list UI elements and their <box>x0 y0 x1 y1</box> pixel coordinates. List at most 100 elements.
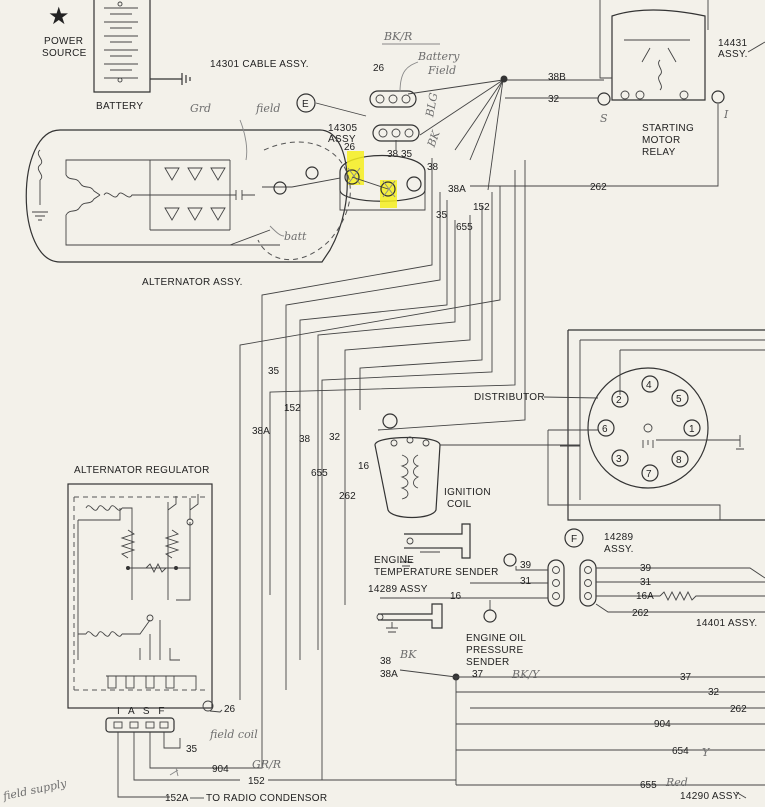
bottom-harness: 38 38A 37 37 32 262 904 654 655 14290 AS… <box>380 656 765 802</box>
f-marker <box>564 528 584 548</box>
hand-field-supply: field supply <box>1 777 68 803</box>
wire-38a-bot: 38A <box>380 669 398 680</box>
distributor-num-3: 3 <box>616 454 622 465</box>
wire-152-reg: 152 <box>248 776 265 787</box>
wire-654-right: 654 <box>672 746 689 757</box>
wire-37-right: 37 <box>680 672 692 683</box>
connector-battery-field: 26 <box>369 63 417 108</box>
assy-14289-left-label: 14289 ASSY <box>368 584 428 595</box>
battery: BATTERY <box>93 0 151 112</box>
hand-red: Red <box>665 776 688 789</box>
hand-y: Y <box>702 746 711 759</box>
power-source-label-1: POWER <box>44 36 83 47</box>
cable-assy-label: 14301 CABLE ASSY. <box>210 59 309 70</box>
distributor-num-1: 1 <box>689 424 695 435</box>
wire-32-top: 32 <box>548 94 560 105</box>
regulator-label: ALTERNATOR REGULATOR <box>74 465 210 476</box>
oil-pressure-sender: ENGINE OIL PRESSURE SENDER <box>376 600 526 668</box>
wire-38a-left: 38A <box>252 426 270 437</box>
handwritten-annotations: BK/R Battery Field BLG BK Grd field batt… <box>1 30 711 803</box>
f-marker-label: F <box>571 534 577 545</box>
alternator-plug <box>339 151 426 208</box>
assy-14290-label: 14290 ASSY. <box>680 791 742 802</box>
highlight-left <box>347 151 364 185</box>
wire-655-right: 655 <box>640 780 657 791</box>
oil-sender-label-1: ENGINE OIL <box>466 633 526 644</box>
relay-terminal-s <box>597 92 611 106</box>
hand-bky: BK/Y <box>511 668 541 681</box>
radio-condensor-label: TO RADIO CONDENSOR <box>206 793 327 804</box>
wire-35-left: 35 <box>268 366 280 377</box>
alternator-regulator <box>67 483 213 709</box>
assy-14289-right-label-1: 14289 <box>604 532 633 543</box>
hand-bk-low: BK <box>399 648 417 661</box>
hand-grd: Grd <box>190 102 211 115</box>
assy-14305-label-1: 14305 <box>328 123 357 134</box>
connector-14289-right: F 14289 ASSY. 39 31 16A 262 14401 ASSY. <box>564 528 765 629</box>
alternator: ALTERNATOR ASSY. <box>25 129 426 288</box>
wire-35-mid: 35 <box>401 149 413 160</box>
hand-bk: BK <box>425 128 443 149</box>
wire-152-left: 152 <box>284 403 301 414</box>
wire-35-reg: 35 <box>186 744 198 755</box>
relay-label-1: STARTING <box>642 123 694 134</box>
wire-38-vert: 38 <box>427 162 439 173</box>
battery-cable: 14301 CABLE ASSY. <box>150 59 309 85</box>
power-source-icon: ★ <box>48 3 70 30</box>
distributor-num-7: 7 <box>646 469 652 480</box>
wire-38-left: 38 <box>299 434 311 445</box>
wire-37-bot: 37 <box>472 669 484 680</box>
wire-152a-reg: 152A <box>165 793 189 804</box>
relay-label-3: RELAY <box>642 147 676 158</box>
assy-14401-label: 14401 ASSY. <box>696 618 758 629</box>
wire-904-right: 904 <box>654 719 671 730</box>
wire-39-b: 39 <box>640 563 652 574</box>
temperature-sender: ENGINE TEMPERATURE SENDER 14289 ASSY <box>368 523 499 595</box>
relay-s-label: S <box>600 112 608 125</box>
wire-26-top: 26 <box>373 63 385 74</box>
wire-904-reg: 904 <box>212 764 229 775</box>
hand-bkr: BK/R <box>383 30 412 43</box>
hand-field: Field <box>427 64 456 77</box>
starter-assy-label-2: ASSY. <box>718 49 748 60</box>
wire-262-b: 262 <box>632 608 649 619</box>
starter-assy-label-1: 14431 <box>718 38 747 49</box>
hand-field-coil: field coil <box>209 728 258 741</box>
hand-battery: Battery <box>417 50 460 63</box>
hand-blg: BLG <box>423 92 440 119</box>
wire-16-left: 16 <box>358 461 370 472</box>
wire-38-mid: 38 <box>387 149 399 160</box>
regulator-terminals-label: I A S F <box>117 706 167 717</box>
distributor <box>547 329 765 521</box>
wire-26-mid: 26 <box>344 142 356 153</box>
wire-262-left: 262 <box>339 491 356 502</box>
ignition-coil: IGNITION COIL <box>374 413 580 519</box>
hand-batt: batt <box>284 230 307 243</box>
connector-14289-left: 39 31 16 <box>380 553 565 607</box>
distributor-num-2: 2 <box>616 395 622 406</box>
wire-262-right: 262 <box>730 704 747 715</box>
assy-14305-label-2: ASSY <box>328 134 356 145</box>
battery-label: BATTERY <box>96 101 143 112</box>
wire-harness: 38B 32 262 38 38A 152 35 655 <box>239 72 719 780</box>
relay-i-label: I <box>723 108 729 121</box>
distributor-num-8: 8 <box>676 455 682 466</box>
regulator-plug: 26 I A S F 35 904 152 152A TO RADIO COND… <box>105 700 456 804</box>
assy-14289-right-label-2: ASSY. <box>604 544 634 555</box>
wire-655-vert: 655 <box>456 222 473 233</box>
relay-terminal-i <box>711 90 725 104</box>
e-marker: E <box>296 93 367 117</box>
distributor-terminals: 4 2 5 6 1 3 7 8 <box>597 375 701 482</box>
wire-262-mid: 262 <box>590 182 607 193</box>
wire-32-left: 32 <box>329 432 341 443</box>
wire-35-vert: 35 <box>436 210 448 221</box>
oil-sender-label-2: PRESSURE <box>466 645 523 656</box>
wire-26-reg: 26 <box>224 704 236 715</box>
e-marker-label: E <box>302 99 309 110</box>
temp-sender-label-2: TEMPERATURE SENDER <box>374 567 499 578</box>
distributor-label: DISTRIBUTOR <box>474 392 545 403</box>
wire-32-right: 32 <box>708 687 720 698</box>
relay-label-2: MOTOR <box>642 135 681 146</box>
wire-39-a: 39 <box>520 560 532 571</box>
starting-motor-relay: STARTING MOTOR RELAY S I 14431 ASSY. <box>597 0 765 158</box>
